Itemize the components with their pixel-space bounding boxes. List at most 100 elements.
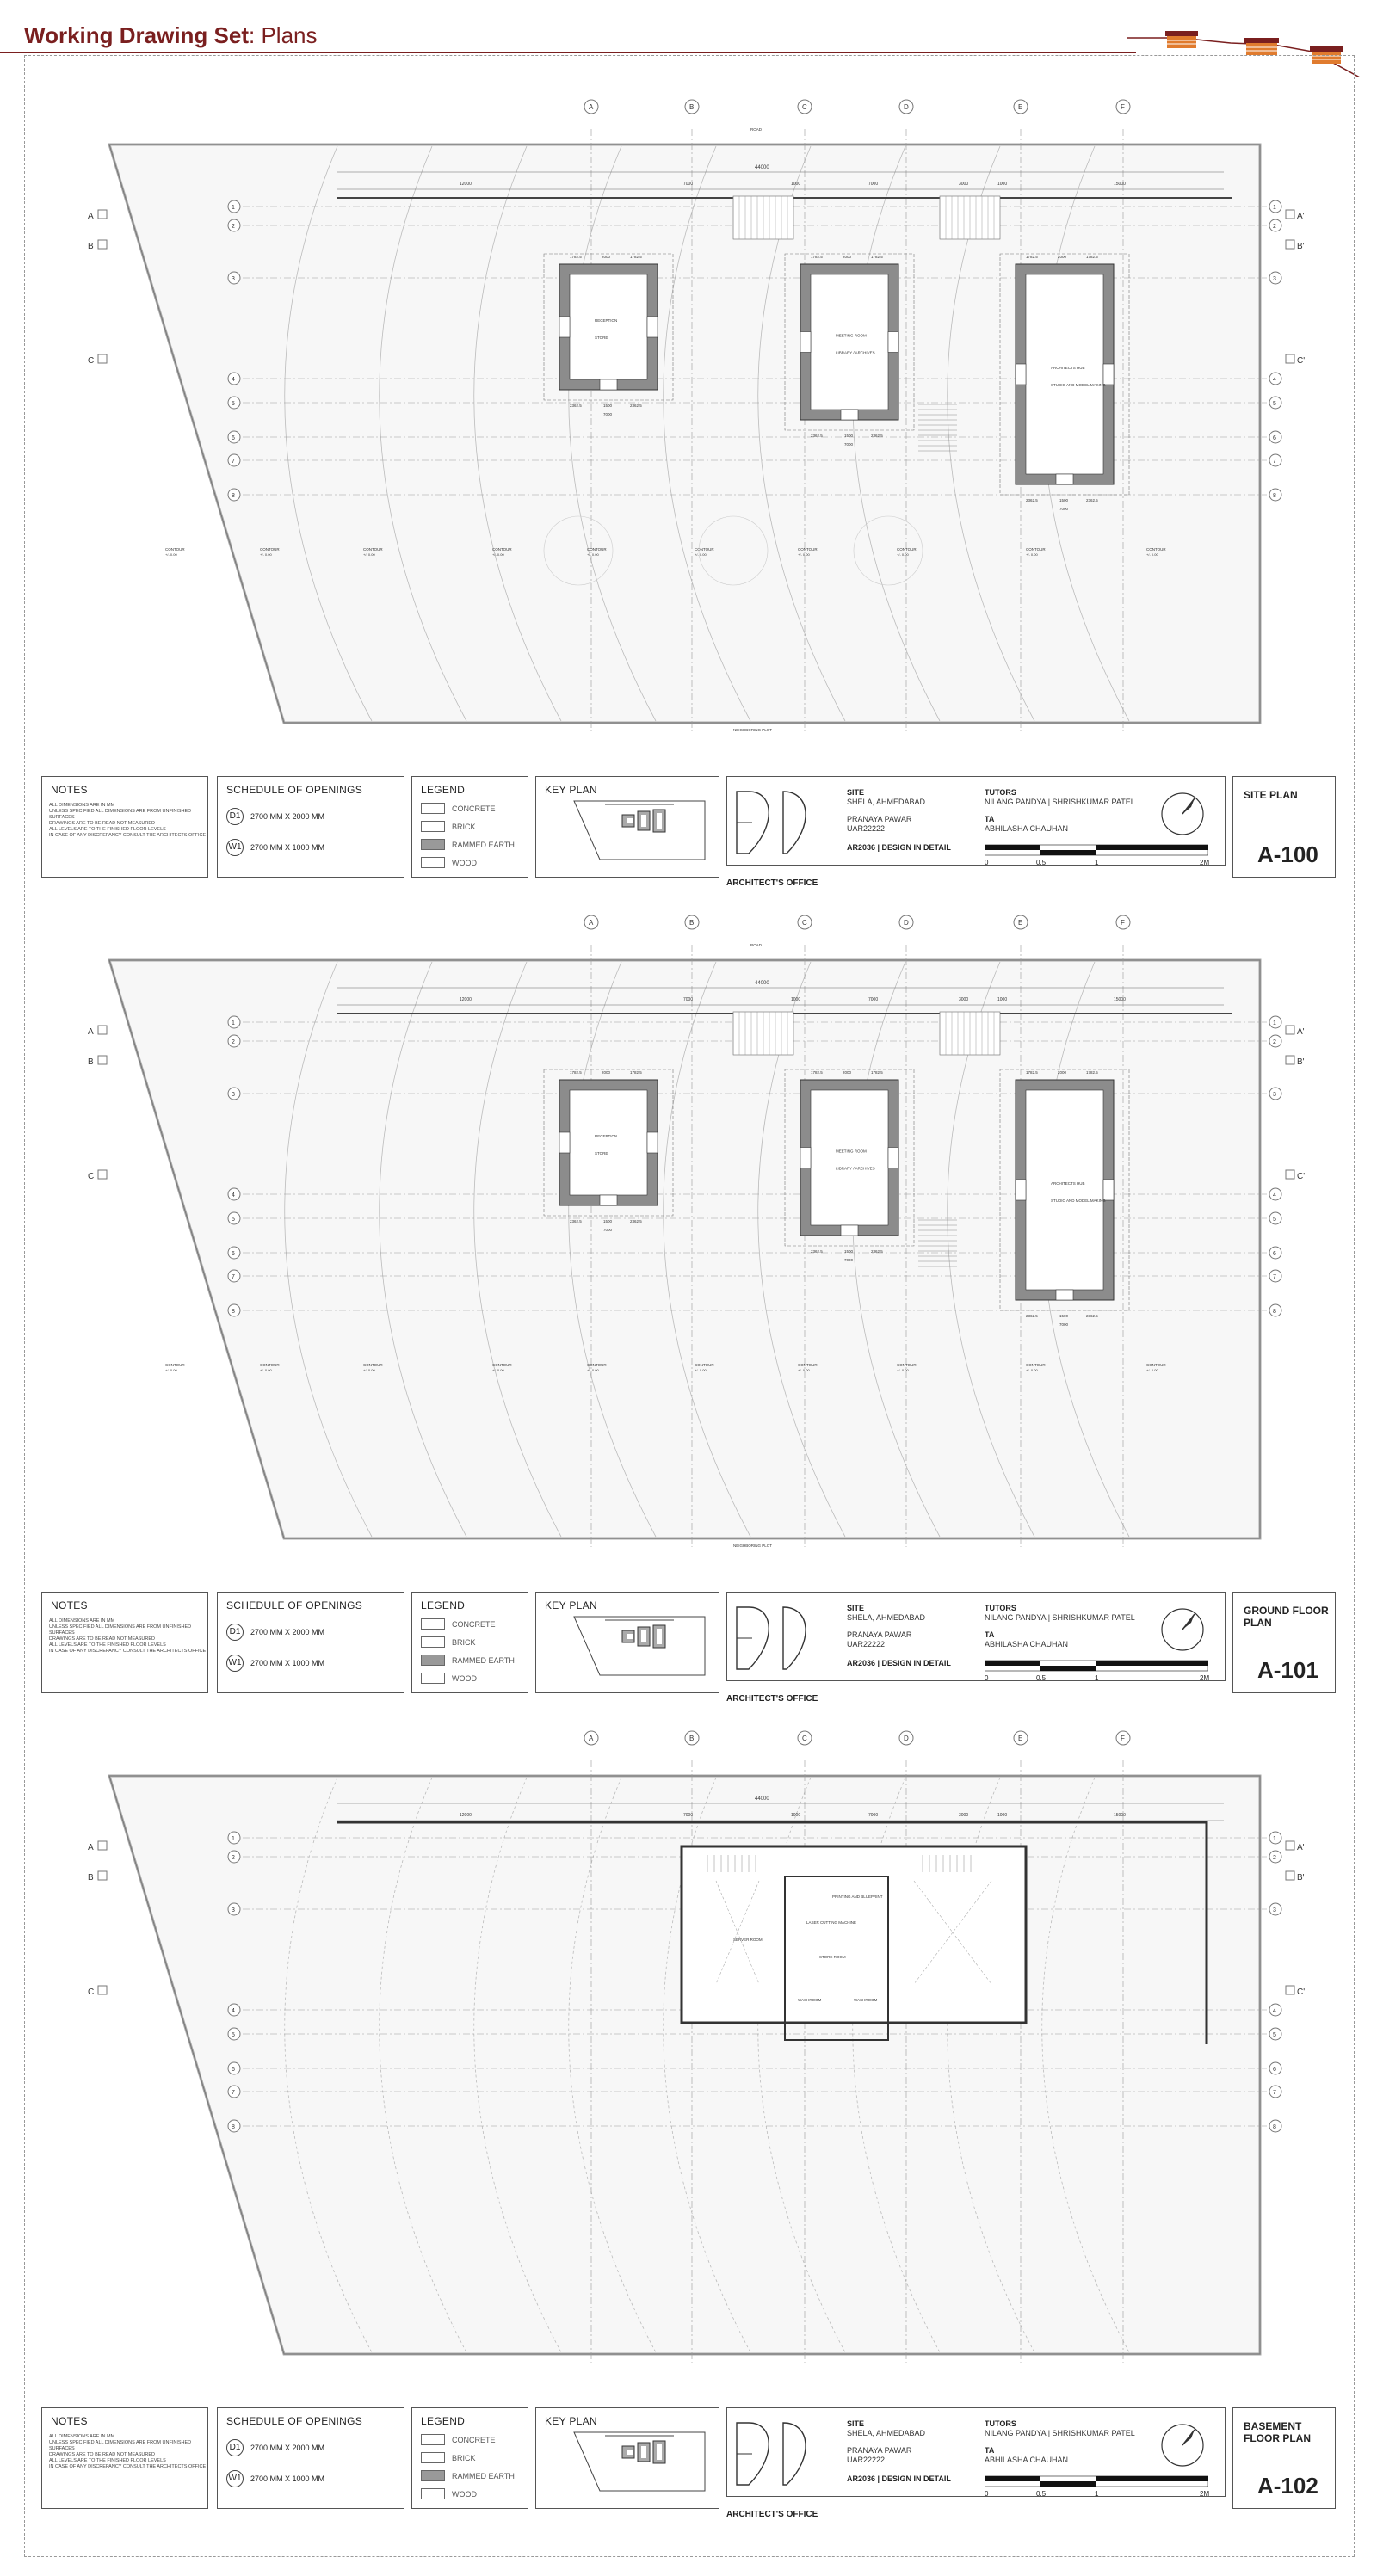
room-label: STORE (595, 1151, 608, 1156)
tree-outline (543, 515, 614, 586)
dimension-text: 7000 (603, 412, 613, 416)
stair (732, 1011, 794, 1056)
grid-label-row: 5 (232, 1217, 235, 1223)
dimension-text: 44000 (755, 981, 769, 986)
dimension-text: 7000 (683, 997, 693, 1002)
legend-item: WOOD (452, 858, 477, 867)
grid-label-row: 3 (232, 1092, 235, 1098)
drawing-sheet: AABBCCDDEEFF1122334455667788AA'BB'CC'440… (28, 69, 1349, 888)
level-label: +/- 0.00 (695, 1368, 707, 1372)
ta-value: ABHILASHA CHAUHAN (985, 824, 1069, 833)
grid-bubble-col (584, 99, 599, 114)
grid-label-col: B (689, 919, 694, 927)
dimension-text: 1782.5 (1086, 1070, 1098, 1075)
scale-tick: 2M (1200, 1674, 1210, 1682)
project-info: ARCHITECT'S OFFICE SITE SHELA, AHMEDABAD… (726, 2407, 1226, 2519)
grid-label-row: 5 (232, 401, 235, 407)
grid-bubble-row (1269, 2085, 1282, 2098)
basement-shell (680, 1845, 1028, 2041)
legend-item: CONCRETE (452, 2435, 496, 2444)
scale-tick: 0.5 (1036, 1674, 1047, 1682)
logo-building-3 (1310, 46, 1343, 64)
site-label: SITE (847, 788, 865, 797)
dimension-text: 7000 (603, 1228, 613, 1232)
legend-title: LEGEND (421, 784, 466, 796)
window (646, 316, 658, 338)
legend-swatch-rammed-earth (421, 2470, 445, 2481)
door (599, 1194, 618, 1206)
door-size: 2700 MM X 2000 MM (250, 2444, 325, 2452)
tutors-value: NILANG PANDYA | SHRISHKUMAR PATEL (985, 798, 1135, 806)
dimension-text: 1782.5 (871, 1070, 883, 1075)
contour-label: CONTOUR (587, 1363, 607, 1367)
grid-label-col: E (1018, 1735, 1022, 1742)
room-label: ARCHITECTS HUB (1051, 1181, 1085, 1186)
grid-label-col: F (1121, 1735, 1125, 1742)
grid-bubble-row (1269, 396, 1282, 410)
student-name: PRANAYA PAWAR (847, 1630, 912, 1639)
pavilion-outline (543, 1069, 674, 1217)
section-marker-box (1285, 354, 1295, 364)
section-marker-box (1285, 239, 1295, 250)
sheet-name: BASEMENT FLOOR PLAN (1244, 2420, 1311, 2444)
scale-tick: 2M (1200, 2490, 1210, 2498)
grid-label-row: 6 (1273, 1251, 1276, 1257)
door-tag: D1 (226, 808, 244, 825)
grid-bubble-row (1269, 2027, 1282, 2041)
notes-title: NOTES (51, 784, 88, 796)
legend-title: LEGEND (421, 2415, 466, 2427)
tutors-label: TUTORS (985, 788, 1016, 797)
grid-label-row: 7 (232, 1274, 235, 1280)
grid-label-col: D (904, 103, 909, 111)
grid-bubble-row (227, 1015, 241, 1029)
key-plan-title: KEY PLAN (545, 784, 597, 796)
grid-label-row: 8 (1273, 493, 1276, 499)
section-marker-box (97, 1840, 108, 1851)
dimension-text: 1782.5 (630, 255, 642, 259)
tree-outline (853, 515, 923, 586)
ta-label: TA (985, 815, 995, 823)
section-marker-box (97, 1169, 108, 1180)
dimension-text: 1500 (1059, 498, 1069, 502)
section-marker-box (1285, 1025, 1295, 1035)
window-tag: W1 (226, 1655, 244, 1672)
grid-bubble-row (1269, 219, 1282, 232)
grid-bubble-col (684, 1730, 700, 1746)
grid-bubble-row (1269, 2061, 1282, 2075)
grid-bubble-row (227, 396, 241, 410)
grid-label-row: 6 (232, 2067, 235, 2073)
room-label: MEETING ROOM (836, 334, 867, 338)
dimension-text: 2362.5 (1086, 1314, 1098, 1318)
title-block: NOTES ALL DIMENSIONS ARE IN MM UNLESS SP… (41, 776, 1336, 888)
grid-label-row: 1 (232, 1020, 235, 1026)
section-marker-left: B (88, 242, 94, 251)
section-marker-left: A (88, 212, 94, 221)
tutors-label: TUTORS (985, 2419, 1016, 2428)
room-label: WASHROOM (854, 1998, 878, 2002)
scale-bar: 0 0.5 1 2M (985, 1659, 1210, 1685)
contour-label: CONTOUR (587, 547, 607, 552)
level-label: +/- 0.00 (1026, 552, 1038, 557)
section-marker-box (97, 1985, 108, 1995)
dimension-text: 7000 (683, 1813, 693, 1818)
student-id: UAR22222 (847, 1640, 886, 1649)
office-mark (736, 1606, 806, 1670)
grid-bubble-col (797, 99, 812, 114)
contour-line (568, 145, 657, 722)
grid-bubble-row (227, 271, 241, 285)
sheet-name-box: SITE PLAN A-100 (1232, 776, 1336, 878)
grid-label-row: 4 (232, 2008, 235, 2014)
dimension-text: 2000 (602, 255, 611, 259)
legend-item: WOOD (452, 2489, 477, 2499)
contour-label: CONTOUR (1146, 547, 1166, 552)
legend-swatch-concrete (421, 2434, 445, 2445)
section-marker-left: B (88, 1057, 94, 1067)
notes-text: ALL DIMENSIONS ARE IN MM UNLESS SPECIFIE… (49, 1618, 207, 1654)
dimension-text: 7000 (868, 997, 878, 1002)
contour-line (663, 961, 751, 1538)
room-label: STUDIO AND MODEL MAKING (1051, 1199, 1106, 1203)
grid-bubble-row (227, 453, 241, 467)
scale-tick: 0 (985, 1674, 989, 1682)
